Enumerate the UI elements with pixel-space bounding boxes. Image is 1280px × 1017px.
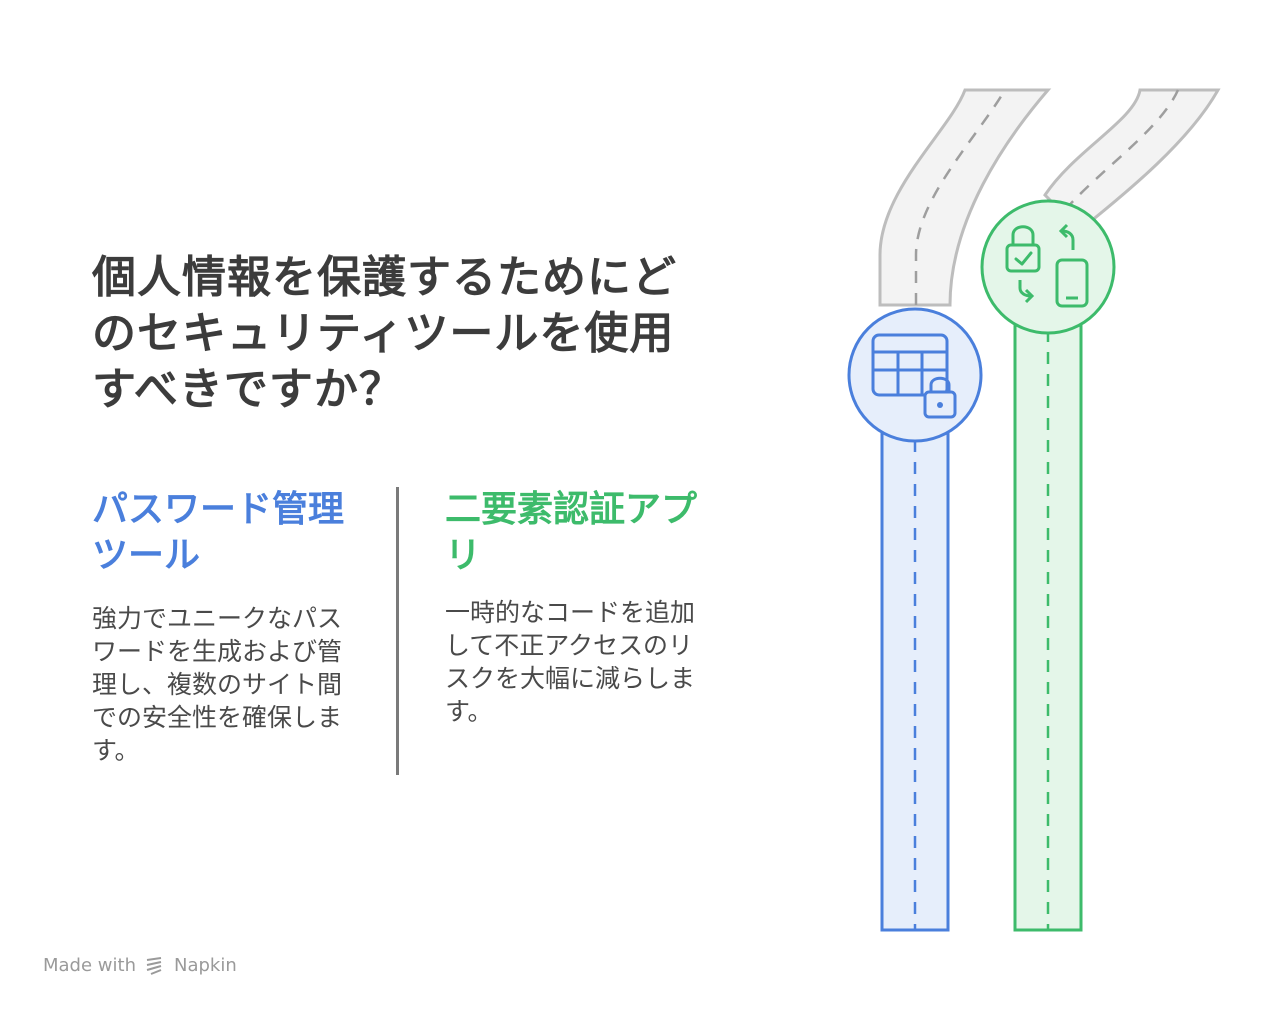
column-divider	[396, 487, 399, 775]
page-title: 個人情報を保護するためにどのセキュリティツールを使用すべきですか？	[92, 252, 677, 415]
road-left-gray	[878, 88, 1052, 307]
password-table-lock-icon	[847, 307, 983, 443]
option-heading-2fa-app: 二要素認証アプリ	[445, 489, 698, 576]
napkin-brand: Napkin	[173, 954, 237, 976]
made-with-napkin: Made with Napkin	[43, 954, 237, 976]
made-with-label: Made with	[43, 954, 136, 976]
lock-phone-sync-icon	[980, 199, 1116, 335]
napkin-logo-icon	[146, 957, 162, 975]
road-green	[1013, 308, 1083, 932]
road-illustration	[847, 88, 1221, 932]
road-right-gray	[1043, 88, 1221, 233]
option-heading-password-manager: パスワード管理ツール	[92, 489, 345, 576]
road-blue	[880, 423, 950, 932]
option-description-2fa-app: 一時的なコードを追加して不正アクセスのリスクを大幅に減らします。	[445, 598, 696, 726]
option-description-password-manager: 強力でユニークなパスワードを生成および管理し、複数のサイト間での安全性を確保しま…	[92, 604, 343, 765]
